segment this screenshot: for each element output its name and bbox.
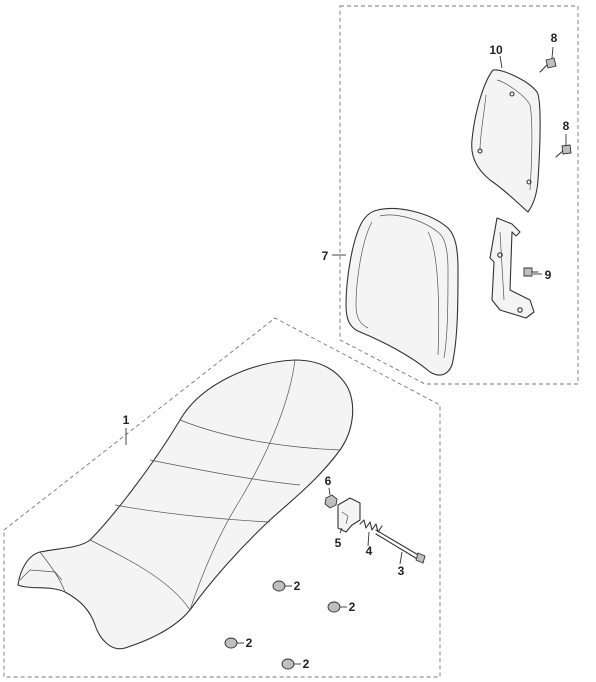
callout-1: 1 xyxy=(123,413,130,427)
callout-4: 4 xyxy=(366,544,373,558)
latch-plate xyxy=(337,497,361,533)
callout-7: 7 xyxy=(322,249,329,263)
leader-5 xyxy=(339,527,343,534)
callout-6: 6 xyxy=(325,474,332,488)
backrest-group-frame xyxy=(339,5,579,385)
callout-2-d: 2 xyxy=(303,657,310,671)
leader-8a xyxy=(551,46,554,59)
leader-6 xyxy=(328,487,331,496)
backrest-bracket xyxy=(489,217,535,319)
bracket-bolt xyxy=(523,267,539,277)
callout-2-a: 2 xyxy=(294,579,301,593)
callout-10: 10 xyxy=(489,43,503,57)
callout-2-c: 2 xyxy=(246,636,253,650)
backrest-pad xyxy=(345,207,459,376)
grommet-3 xyxy=(224,637,244,649)
latch-pin xyxy=(375,529,426,564)
callout-3: 3 xyxy=(398,564,405,578)
callout-2-b: 2 xyxy=(349,600,356,614)
grommet-1 xyxy=(272,580,292,592)
nut xyxy=(324,494,338,509)
callout-8-upper: 8 xyxy=(551,31,558,45)
main-seat xyxy=(17,359,354,650)
screw-upper xyxy=(539,57,557,73)
callout-5: 5 xyxy=(335,536,342,550)
spring xyxy=(359,519,383,533)
leader-10 xyxy=(499,55,503,69)
grommet-4 xyxy=(281,658,301,670)
callout-8-lower: 8 xyxy=(563,119,570,133)
leader-4 xyxy=(367,531,370,547)
seat-group-frame xyxy=(3,317,441,678)
screw-lower xyxy=(555,144,572,158)
callout-9: 9 xyxy=(545,268,552,282)
backrest-plate xyxy=(471,69,541,213)
grommet-2 xyxy=(327,601,347,613)
leader-3 xyxy=(399,551,403,565)
